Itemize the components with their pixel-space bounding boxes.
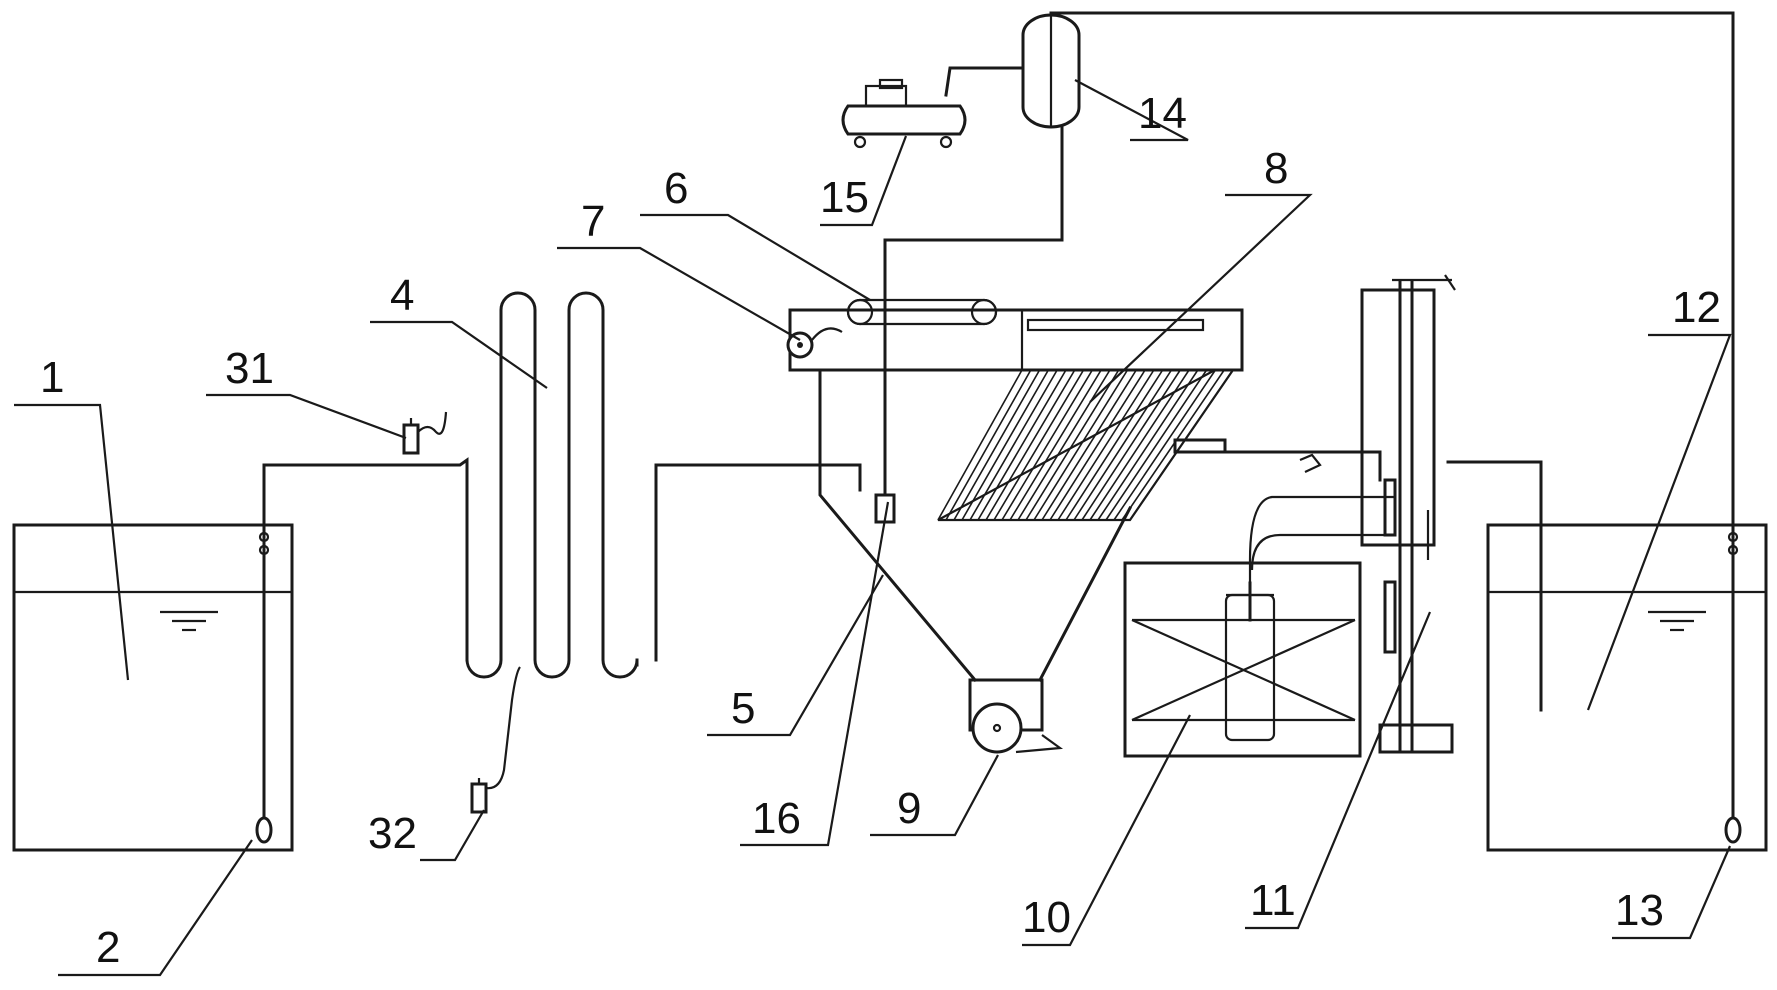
plate-line [1033,369,1129,521]
plate-line [961,369,1050,521]
filter-unit [1123,438,1395,758]
plate-line [1121,369,1225,521]
backwash-device [1360,274,1456,754]
plate-line [937,369,1023,521]
label-5: 5 [731,684,755,733]
plate-line [1089,369,1190,521]
plate-line [1009,369,1102,521]
plate-line [1041,369,1137,521]
label-15: 15 [820,173,869,222]
raw-water-tank [12,523,294,852]
sludge-pump [968,678,1064,754]
plate-line [953,369,1041,521]
dosing-device-32 [470,666,521,814]
label-31: 31 [225,344,274,393]
dissolved-air-tank [1021,13,1081,129]
label-14: 14 [1138,89,1187,138]
flotation-cell [788,238,1244,683]
plate-line [1081,369,1181,521]
backwash-pump [1724,531,1742,844]
plate-line [1105,369,1208,521]
clean-water-tank [1486,523,1768,852]
label-2: 2 [96,923,120,972]
label-16: 16 [752,794,801,843]
feed-pump [255,463,273,844]
tubular-mixer [465,291,639,679]
leader-lines [14,79,1732,977]
plate-line [1129,369,1234,521]
plate-line [1049,369,1146,521]
plate-line [993,369,1085,521]
plate-line [1025,369,1120,521]
plate-line [945,369,1032,521]
label-8: 8 [1264,144,1288,193]
plate-line [1057,369,1155,521]
label-32: 32 [368,809,417,858]
scraper-motor [786,327,843,359]
label-12: 12 [1672,283,1721,332]
label-13: 13 [1615,886,1664,935]
label-10: 10 [1022,893,1071,942]
plate-line [977,369,1067,521]
scraper [846,298,998,326]
dosing-device-31 [402,411,448,455]
label-9: 9 [897,784,921,833]
label-1: 1 [40,353,64,402]
label-4: 4 [390,271,414,320]
plate-line [985,369,1076,521]
plate-line [1065,369,1164,521]
label-6: 6 [664,164,688,213]
inclined-plate-hatching [937,369,1234,521]
plate-line [1017,369,1111,521]
part-labels: 1 2 31 4 32 5 6 7 8 16 9 10 11 12 13 14 … [40,89,1721,972]
plate-line [969,369,1058,521]
plate-line [1001,369,1094,521]
plate-line [1097,369,1199,521]
label-11: 11 [1250,876,1296,925]
label-7: 7 [581,197,605,246]
plate-line [1113,369,1217,521]
air-compressor [841,78,967,149]
plate-line [1073,369,1173,521]
